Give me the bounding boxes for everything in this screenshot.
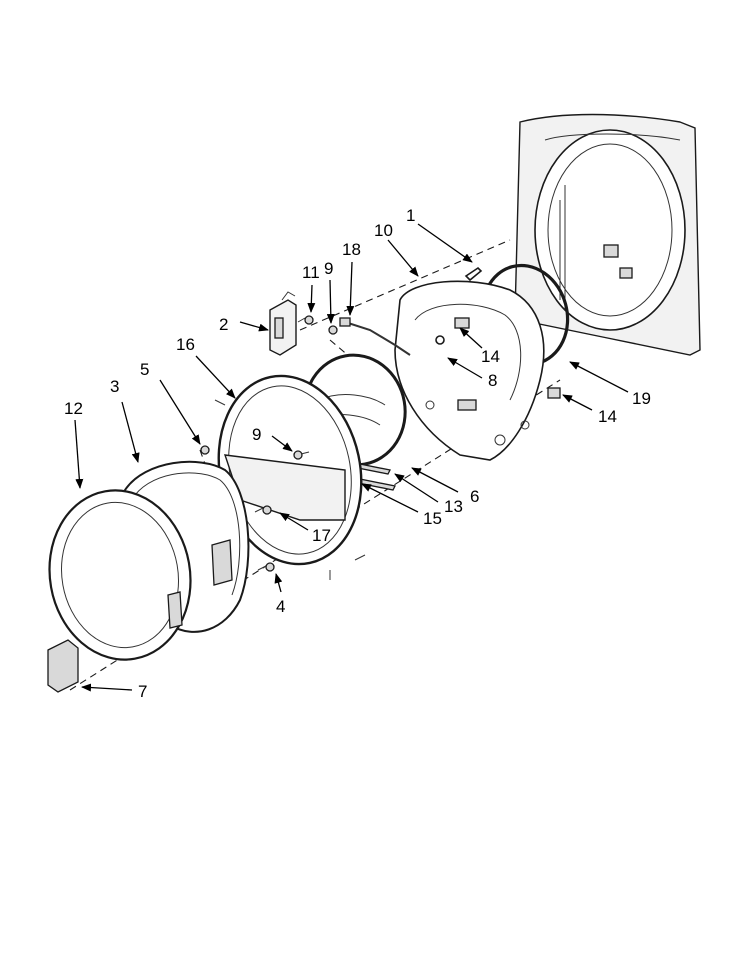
outer-door-ring xyxy=(48,489,192,661)
clip-part xyxy=(547,387,561,399)
callout-7: 7 xyxy=(138,682,147,701)
latch-assembly xyxy=(269,291,297,356)
callout-19: 19 xyxy=(632,389,651,408)
screw-part xyxy=(200,445,210,455)
callout-11: 11 xyxy=(302,263,320,282)
callout-13: 13 xyxy=(444,497,463,516)
callout-5: 5 xyxy=(140,360,149,379)
callout-12: 12 xyxy=(64,399,83,418)
callout-15: 15 xyxy=(423,509,442,528)
screw-part xyxy=(293,450,310,460)
callout-16: 16 xyxy=(176,335,195,354)
callout-14b: 14 xyxy=(598,407,617,426)
callout-10: 10 xyxy=(374,221,393,240)
callout-18: 18 xyxy=(342,240,361,259)
callout-6: 6 xyxy=(470,487,479,506)
callout-8: 8 xyxy=(488,371,497,390)
callout-9a: 9 xyxy=(252,425,261,444)
callout-17: 17 xyxy=(312,526,331,545)
front-panel xyxy=(514,113,701,356)
callout-1: 1 xyxy=(406,206,415,225)
callout-2: 2 xyxy=(219,315,228,334)
door-handle xyxy=(47,639,79,693)
leader-lines xyxy=(74,223,629,692)
screw-part xyxy=(297,315,314,325)
screw-part xyxy=(328,325,338,335)
screw-part xyxy=(257,562,275,572)
callout-14a: 14 xyxy=(481,347,500,366)
callout-3: 3 xyxy=(110,377,119,396)
screw-part xyxy=(254,505,272,515)
latch-wire xyxy=(339,317,411,356)
hinge-pin xyxy=(464,266,483,282)
callout-4: 4 xyxy=(276,597,285,616)
callout-labels: 1 2 3 4 5 6 7 8 9 9 10 11 12 13 14 14 15… xyxy=(64,206,651,701)
callout-9b: 9 xyxy=(324,259,333,278)
